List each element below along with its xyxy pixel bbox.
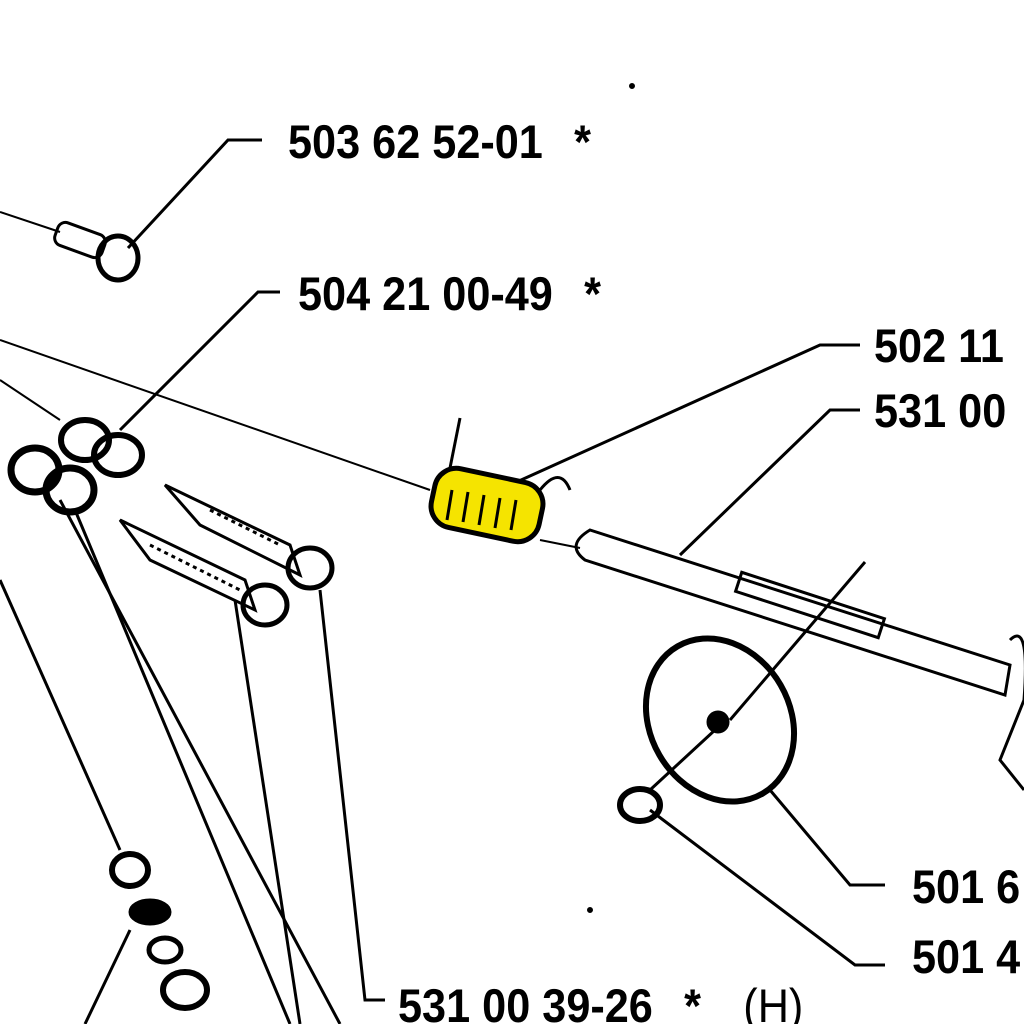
leader-line-502-11 bbox=[509, 343, 860, 487]
leader-line-531-00 bbox=[678, 408, 860, 557]
wheel-icon bbox=[642, 635, 798, 805]
spring-icon bbox=[428, 417, 572, 545]
screw-icon bbox=[53, 220, 141, 283]
callout-531-00: 531 00 bbox=[874, 384, 1007, 437]
washer-stack-icon bbox=[83, 851, 210, 1024]
screw-small-icon bbox=[617, 728, 717, 824]
callout-503-62-52-01: 503 62 52-01* bbox=[288, 115, 591, 168]
bolt-icon bbox=[118, 483, 335, 628]
callout-501-4: 501 4 bbox=[912, 930, 1021, 983]
callout-501-6: 501 6 bbox=[912, 860, 1021, 913]
callout-531-00-39-26: 531 00 39-26*(H) bbox=[398, 979, 804, 1024]
leader-line-501-4 bbox=[649, 808, 885, 967]
callout-502-11: 502 11 bbox=[874, 319, 1004, 372]
leader-line-501-6 bbox=[768, 789, 885, 887]
callout-504-21-00-49: 504 21 00-49* bbox=[298, 267, 601, 320]
leader-line-503-62-52-01 bbox=[126, 138, 262, 250]
nut-icon bbox=[7, 417, 145, 516]
shaft-icon bbox=[574, 528, 1024, 791]
leader-line-531-00-39-26 bbox=[318, 589, 385, 1002]
leader-line-504-21-00-49 bbox=[118, 290, 280, 432]
